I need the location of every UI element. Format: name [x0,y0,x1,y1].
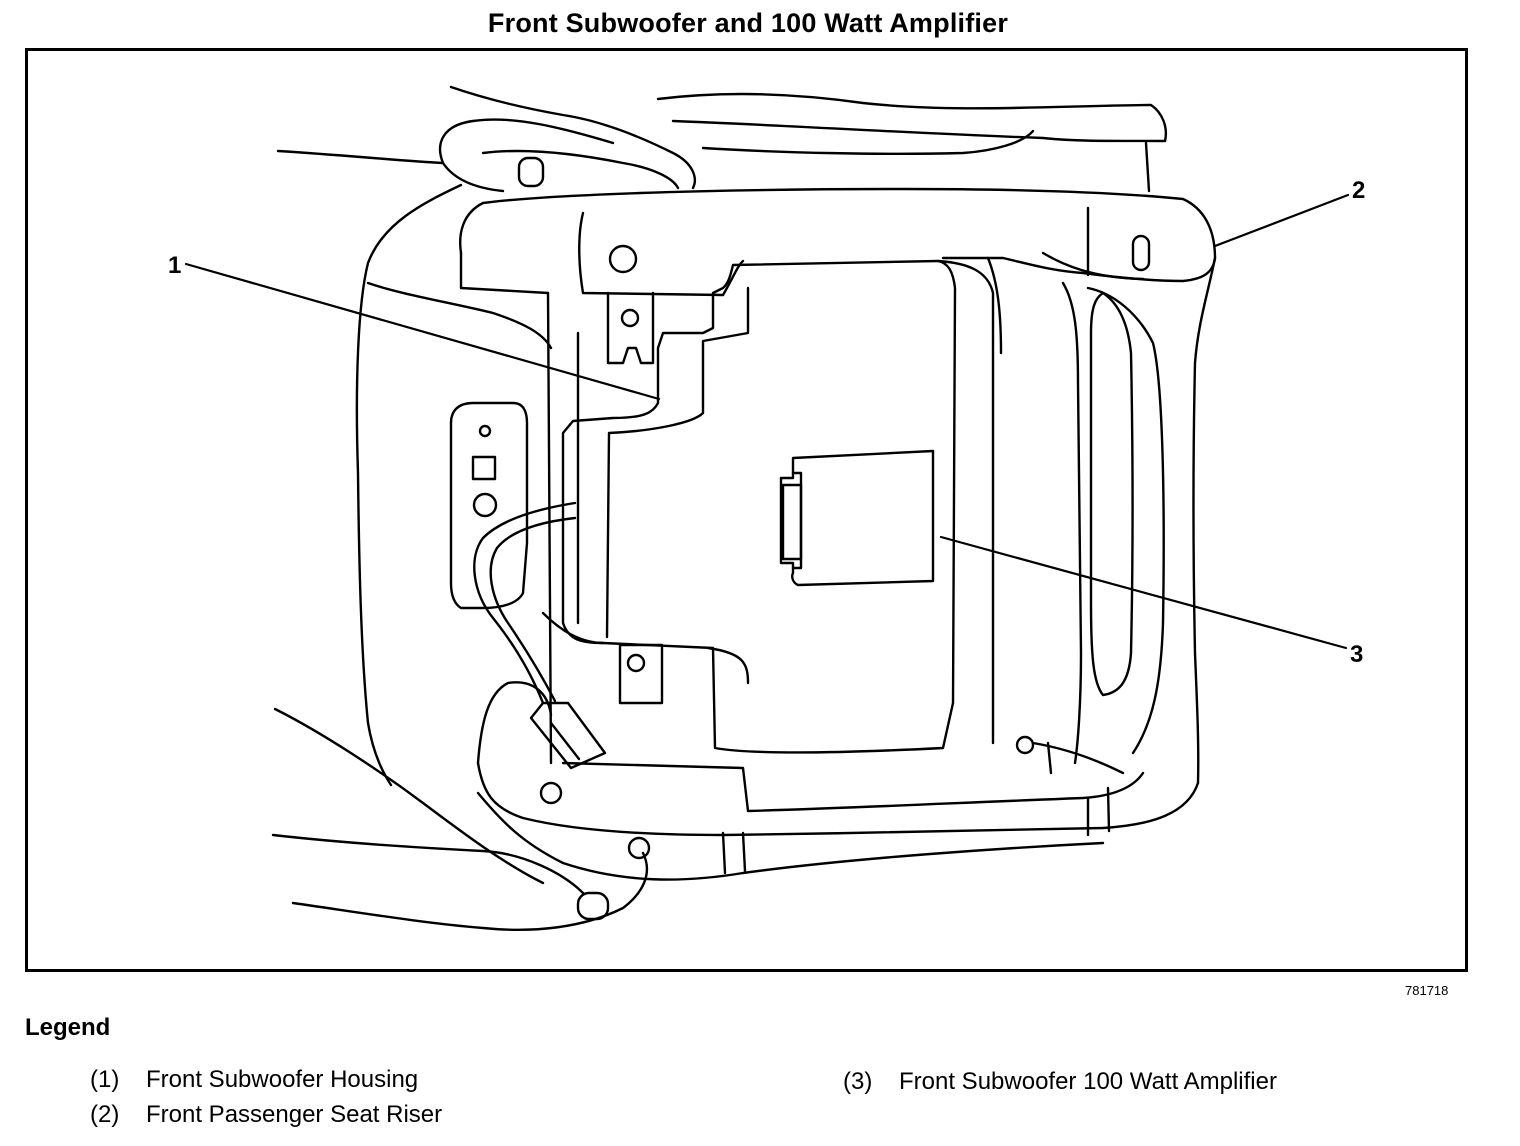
amplifier [779,449,935,587]
legend-item-2: (2) Front Passenger Seat Riser [90,1101,442,1129]
callout-3: 3 [1350,641,1363,668]
legend-item-text: Front Subwoofer 100 Watt Amplifier [899,1068,1277,1095]
legend-item-number: (1) [90,1066,120,1093]
seat-riser-illustration: 1 2 3 [168,85,1365,932]
legend-item-3: (3) Front Subwoofer 100 Watt Amplifier [843,1068,1277,1096]
subwoofer-housing-shell [355,183,553,787]
legend-item-1: (1) Front Subwoofer Housing [90,1066,418,1094]
legend-item-number: (2) [90,1101,120,1128]
upper-right-hand [656,92,1167,193]
leader-line-2 [1213,193,1350,248]
callout-2: 2 [1352,177,1365,204]
legend-item-text: Front Passenger Seat Riser [146,1101,443,1128]
seat-riser-right-side [986,256,1217,785]
illustration-frame: 1 2 3 [25,48,1468,972]
legend-item-number: (3) [843,1068,873,1095]
leader-line-3 [939,535,1348,650]
legend-heading: Legend [25,1014,111,1041]
upper-left-hand [276,85,696,193]
seat-riser-top-rim [459,187,1217,297]
subwoofer-housing [541,259,995,754]
leader-line-1 [184,262,661,401]
mounting-tabs [606,291,664,705]
diagram-title: Front Subwoofer and 100 Watt Amplifier [487,8,1009,38]
left-bracket [449,401,529,610]
lower-left-hand [271,707,649,932]
callout-1: 1 [168,252,181,279]
figure-id: 781718 [1405,983,1449,998]
seat-riser-bottom-rim [476,681,1200,881]
wiring-harness [473,501,607,770]
leader-lines [184,193,1350,650]
legend-item-text: Front Subwoofer Housing [146,1066,419,1093]
